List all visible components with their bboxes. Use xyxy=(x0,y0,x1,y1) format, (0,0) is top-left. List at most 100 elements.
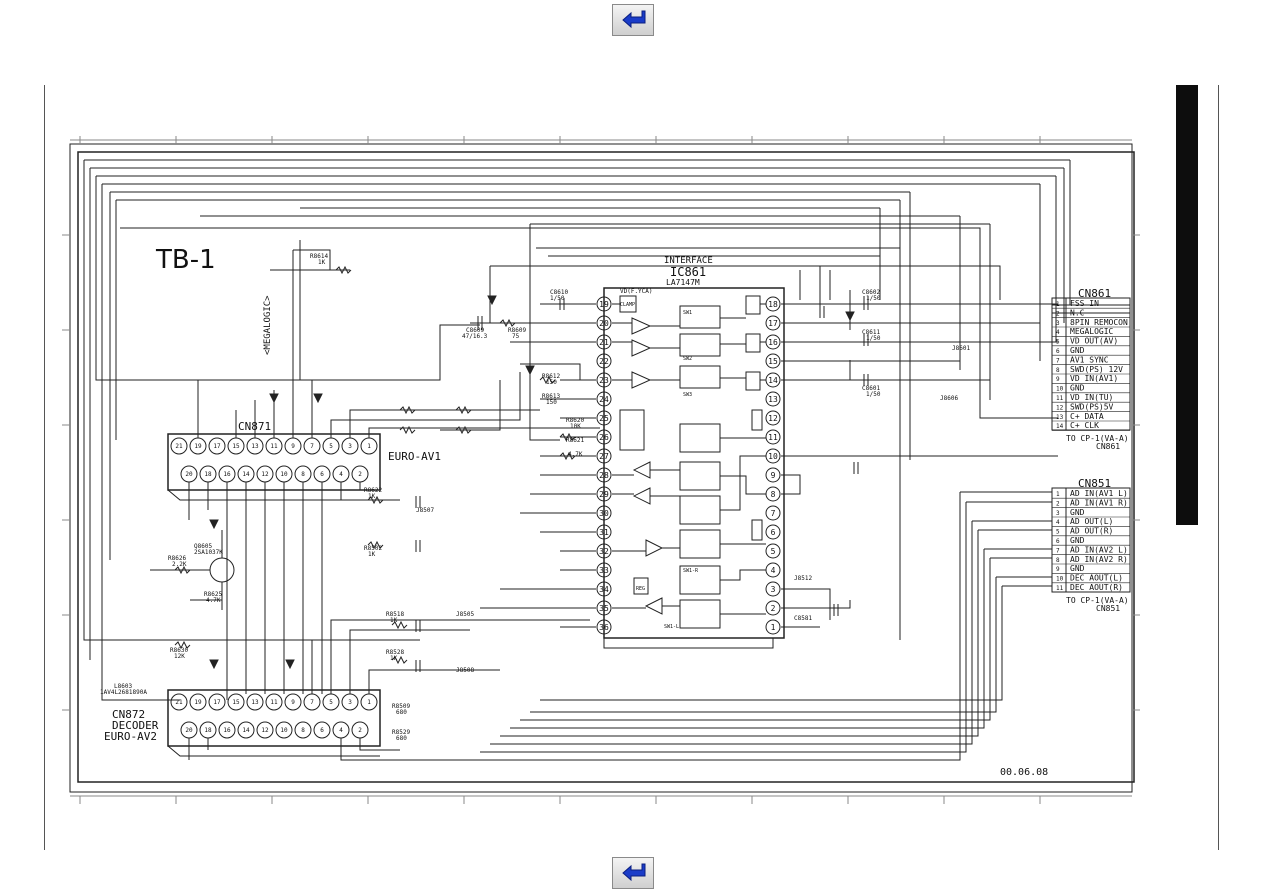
connector-pin-number: 2 xyxy=(1056,500,1060,507)
part-c8601: C8601 xyxy=(862,385,880,392)
connector-pin-number: 18 xyxy=(204,727,212,734)
connector-pin-number: 20 xyxy=(185,727,193,734)
part-r8529: R8529 xyxy=(392,729,410,736)
ic861-ref: IC861 xyxy=(670,265,706,279)
ic-swr1-label: SW1-R xyxy=(683,568,699,574)
ic861-pin-number: 3 xyxy=(771,585,776,594)
cn861-ref: CN861 xyxy=(1078,287,1111,300)
connector-pin-number: 4 xyxy=(1056,329,1060,336)
connector-signal-name: SWD(PS)5V xyxy=(1070,402,1114,411)
ic861-pin-number: 13 xyxy=(768,395,778,404)
part-r8625: R8625 xyxy=(204,591,222,598)
part-r8518: R8518 xyxy=(386,611,404,618)
ic861-pin-number: 35 xyxy=(599,604,609,613)
cn851-ref: CN851 xyxy=(1078,477,1111,490)
ic861-left-pins xyxy=(596,296,612,635)
connector-signal-name: C+ DATA xyxy=(1070,412,1104,421)
connector-pin-number: 10 xyxy=(1056,576,1064,583)
value-r8626: 2.2K xyxy=(172,561,187,568)
ic861-right-pins xyxy=(765,296,781,635)
connector-pin-number: 9 xyxy=(1056,566,1060,573)
ic861-pin-number: 26 xyxy=(599,433,609,442)
part-l8603: L8603 xyxy=(114,683,132,690)
connector-signal-name: GND xyxy=(1070,384,1085,393)
ic861-part: LA7147M xyxy=(666,278,700,287)
connector-pin-number: 6 xyxy=(1056,348,1060,355)
ic861-pin-number: 17 xyxy=(768,319,778,328)
connector-pin-number: 16 xyxy=(223,471,231,478)
ic861-pin-number: 5 xyxy=(771,547,776,556)
connector-pin-number: 15 xyxy=(232,443,240,450)
value-r8612: 150 xyxy=(546,379,557,386)
value-r8614: 1K xyxy=(318,259,326,266)
ic861-pin-number: 19 xyxy=(599,300,609,309)
value-r8630: 12K xyxy=(174,653,185,660)
q8605-transistor xyxy=(209,557,235,583)
connector-pin-number: 19 xyxy=(194,699,202,706)
cn871-ref: CN871 xyxy=(238,420,271,433)
connector-signal-name: N.C xyxy=(1070,308,1085,317)
ic861-pin-number: 29 xyxy=(599,490,609,499)
ic861-pin-number: 16 xyxy=(768,338,778,347)
ic861-pin-number: 25 xyxy=(599,414,609,423)
connector-pin-number: 8 xyxy=(1056,557,1060,564)
connector-pin-number: 10 xyxy=(280,471,288,478)
part-j8508: J8508 xyxy=(456,667,474,674)
ic861-pin-number: 31 xyxy=(599,528,609,537)
connector-signal-name: FSS IN xyxy=(1070,299,1099,308)
connector-pin-number: 7 xyxy=(1056,547,1060,554)
connector-pin-number: 9 xyxy=(291,699,295,706)
return-arrow-icon xyxy=(622,10,646,29)
connector-pin-number: 16 xyxy=(223,727,231,734)
part-r8621: R8621 xyxy=(566,437,584,444)
return-button-top[interactable] xyxy=(612,4,654,36)
ic861-pin-number: 14 xyxy=(768,376,778,385)
connector-pin-number: 11 xyxy=(270,699,278,706)
connector-signal-name: VD OUT(AV) xyxy=(1070,337,1118,346)
connector-signal-name: DEC AOUT(R) xyxy=(1070,583,1123,592)
ic-swl1-label: SW1-L xyxy=(664,624,679,630)
ic861-pin-number: 15 xyxy=(768,357,778,366)
value-c8610: 1/50 xyxy=(550,295,565,302)
value-c8602: 1/50 xyxy=(866,295,881,302)
part-r8609: R8609 xyxy=(508,327,526,334)
connector-pin-number: 2 xyxy=(1056,310,1060,317)
ic-reg-label: REG xyxy=(636,586,645,592)
ic861-pin-number: 22 xyxy=(599,357,609,366)
part-r8509: R8509 xyxy=(392,703,410,710)
ic861-pin-number: 21 xyxy=(599,338,609,347)
connector-signal-name: VD IN(AV1) xyxy=(1070,374,1118,383)
connector-pin-number: 5 xyxy=(329,443,333,450)
ic861-pin-number: 30 xyxy=(599,509,609,518)
cn851-destination: TO CP-1(VA-A) xyxy=(1066,596,1129,605)
connector-pin-number: 13 xyxy=(1056,414,1064,421)
part-c8609: C8609 xyxy=(466,327,484,334)
ic861-body xyxy=(603,287,785,639)
connector-pin-number: 10 xyxy=(1056,386,1064,393)
part-r8612: R8612 xyxy=(542,373,560,380)
connector-pin-number: 6 xyxy=(320,471,324,478)
connector-pin-number: 12 xyxy=(261,727,269,734)
return-button-bottom[interactable] xyxy=(612,857,654,889)
ic861-pin-number: 34 xyxy=(599,585,609,594)
connector-pin-number: 3 xyxy=(1056,510,1060,517)
section-index-tab xyxy=(1176,85,1198,525)
part-j8601: J8601 xyxy=(952,345,970,352)
ic861-pin-number: 12 xyxy=(768,414,778,423)
part-r8630: R8630 xyxy=(170,647,188,654)
value-r8502: 1K xyxy=(368,551,376,558)
ic861-pin-number: 33 xyxy=(599,566,609,575)
ic861-pin-number: 8 xyxy=(771,490,776,499)
connector-pin-number: 9 xyxy=(291,443,295,450)
connector-pin-number: 1 xyxy=(367,699,371,706)
cn872-ref: CN872 xyxy=(112,708,145,721)
ic861-pin-number: 28 xyxy=(599,471,609,480)
connector-pin-number: 10 xyxy=(280,727,288,734)
connector-pin-number: 13 xyxy=(251,699,259,706)
connector-pin-number: 21 xyxy=(175,443,183,450)
